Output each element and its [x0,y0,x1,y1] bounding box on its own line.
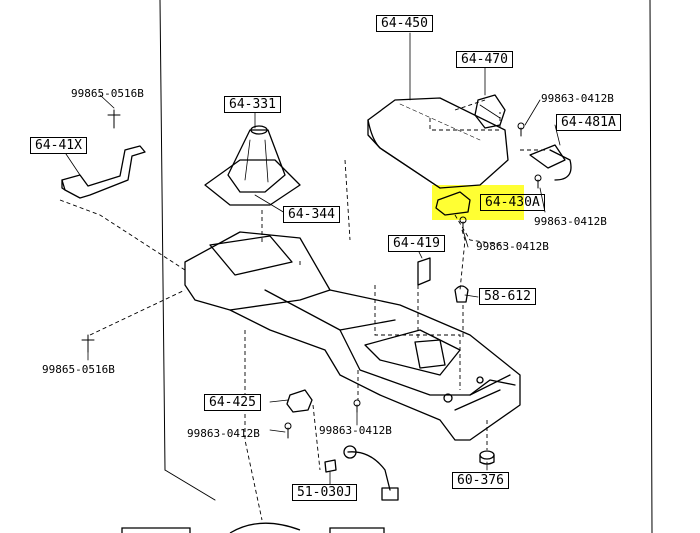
latch-64-430a [435,191,471,216]
shift-boot [204,159,301,206]
fastener-99863-0412b-center: 99863-0412B [319,424,392,437]
label-64-344: 64-344 [283,206,340,223]
screws [81,109,542,439]
label-64-41x: 64-41X [30,137,87,154]
clip-64-419 [417,257,431,286]
harness-51-030j [347,451,391,491]
armrest-lid [367,97,509,189]
fastener-99863-0412b-top: 99863-0412B [541,92,614,105]
label-64-470: 64-470 [456,51,513,68]
label-58-612: 58-612 [479,288,536,305]
label-64-481a: 64-481A [556,114,621,131]
label-60-376: 60-376 [452,472,509,489]
fastener-99863-0412b-left: 99863-0412B [187,427,260,440]
label-64-425: 64-425 [204,394,261,411]
catch-64-481a [529,144,566,169]
fastener-99865-0516b-bottom: 99865-0516B [42,363,115,376]
switch-64-425 [286,389,313,413]
fastener-99865-0516b-top: 99865-0516B [71,87,144,100]
label-64-419: 64-419 [388,235,445,252]
fastener-99863-0412b-mid: 99863-0412B [534,215,607,228]
label-51-030j: 51-030J [292,484,357,501]
fastener-99863-0412b-lower: 99863-0412B [476,240,549,253]
label-64-450: 64-450 [376,15,433,32]
bracket-64-41x [61,145,146,199]
bulb-58-612 [454,285,469,303]
label-64-430a: 64-430A [480,194,545,211]
label-64-331: 64-331 [224,96,281,113]
cap-60-376 [479,450,495,460]
